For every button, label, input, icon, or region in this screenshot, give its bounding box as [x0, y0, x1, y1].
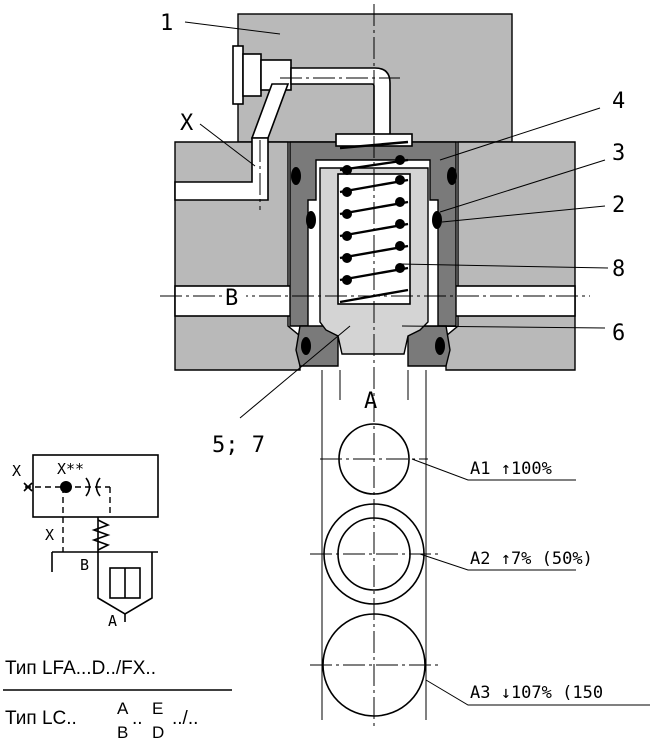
callout-1: 1 [160, 11, 173, 36]
o-ring-mid-right [432, 211, 442, 229]
plug-x-mark [23, 482, 33, 492]
throttle-icon [85, 477, 101, 497]
type-code-mid: .. [132, 708, 143, 729]
port-b-label: B [225, 286, 238, 311]
area-circle-a1 [320, 423, 428, 495]
area-label-a3: A3 ↓107% (150 [470, 683, 603, 703]
pilot-plug-body [242, 53, 262, 97]
type-code-frac2-top: E [152, 699, 163, 718]
area-label-a1: A1 ↑100% [470, 459, 552, 479]
callout-3: 3 [612, 141, 625, 166]
callout-6: 6 [612, 321, 625, 346]
type-code-frac2-bottom: D [152, 723, 164, 740]
housing-left [174, 141, 301, 371]
callout-4: 4 [612, 89, 625, 114]
symbol-x-inner: X [45, 526, 54, 544]
o-ring-bottom-right [435, 337, 445, 355]
leader-x [199, 123, 256, 167]
symbol-x-outer: X [12, 462, 21, 480]
o-ring-bottom-left [301, 337, 311, 355]
spring-icon [91, 519, 111, 551]
o-ring-mid-left [306, 211, 316, 229]
port-a-label: A [364, 389, 377, 414]
leader-5-7 [239, 325, 351, 419]
area-label-a2: A2 ↑7% (50%) [470, 549, 593, 569]
symbol-x-port: X** [57, 460, 84, 478]
type-code-frac1-bottom: B [117, 723, 128, 740]
junction-dot [60, 481, 72, 493]
callout-5-7: 5; 7 [212, 433, 265, 458]
o-ring-top-left [291, 167, 301, 185]
type-code-line2-prefix: Тип LC.. [5, 708, 77, 729]
b-label-bg [222, 288, 246, 306]
pilot-plug-head [232, 45, 244, 105]
leader-3 [439, 159, 606, 213]
callout-2: 2 [612, 193, 625, 218]
o-ring-top-right [447, 167, 457, 185]
area-circle-a2 [310, 503, 440, 605]
type-code-line1: Тип LFA...D../FX.. [5, 658, 156, 679]
leader-4 [439, 107, 601, 161]
a-port-walls [321, 370, 427, 720]
type-code-frac1-top: A [117, 699, 129, 718]
b-channel-right [445, 285, 576, 317]
leader-1 [184, 21, 281, 35]
callout-8: 8 [612, 257, 625, 282]
x-channel [174, 137, 269, 201]
housing-right [445, 141, 576, 371]
area-circle-a3 [310, 613, 440, 717]
leader-a3 [425, 679, 650, 706]
leader-2 [441, 205, 606, 223]
symbol-a: A [108, 612, 117, 630]
port-x-label: X [180, 111, 194, 136]
a-port-inner [339, 370, 409, 400]
type-code-line2-suffix: ../.. [172, 708, 198, 729]
leader-6 [401, 325, 606, 329]
hydraulic-symbol [23, 454, 159, 622]
leader-a2 [419, 553, 576, 571]
symbol-b: B [80, 556, 89, 574]
leader-a1 [411, 458, 576, 481]
leader-8 [399, 263, 609, 269]
